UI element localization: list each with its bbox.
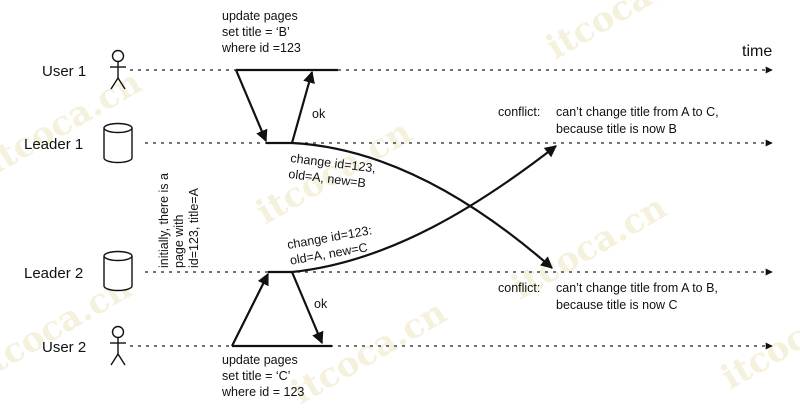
initial-state-line: page with <box>172 214 186 268</box>
conflict-top-message: can’t change title from A to C, because … <box>556 105 722 136</box>
user1-request-line: update pages <box>222 9 298 23</box>
time-axis-label: time <box>742 43 772 60</box>
participant-user2: User 2 <box>42 339 86 356</box>
replication-arrow-leader1-to-leader2 <box>291 141 553 269</box>
leader2-database-icon <box>103 250 133 292</box>
initial-state-line: id=123, title=A <box>187 187 201 268</box>
participant-leader2: Leader 2 <box>24 265 83 282</box>
user2-person-icon <box>110 325 126 366</box>
initial-state-note: initially, there is a page with id=123, … <box>157 170 201 268</box>
user2-request-line: where id = 123 <box>221 385 304 399</box>
user1-request-line: set title = ‘B’ <box>222 25 289 39</box>
user2-write-arrow <box>231 272 269 347</box>
watermark: itcoca.cn <box>285 292 454 413</box>
conflict-bottom-line: can’t change title from A to B, <box>556 281 718 295</box>
conflict-bottom-line: because title is now C <box>556 298 678 312</box>
watermark: itcoca.cn <box>540 0 709 68</box>
conflict-top-line: because title is now B <box>556 122 677 136</box>
ok-label-top: ok <box>312 107 326 121</box>
user1-request: update pages set title = ‘B’ where id =1… <box>221 9 301 55</box>
conflict-top-line: can’t change title from A to C, <box>556 105 719 119</box>
user1-person-icon <box>110 49 126 90</box>
user1-ok-arrow <box>290 70 315 144</box>
participant-user1: User 1 <box>42 63 86 80</box>
user1-write-arrow <box>234 69 268 143</box>
conflict-bottom-label: conflict: <box>498 281 540 295</box>
change-c-label: change id=123: old=A, new=C <box>286 223 379 268</box>
conflict-top-label: conflict: <box>498 105 540 119</box>
user2-request-line: update pages <box>222 353 298 367</box>
watermark: itcoca.cn <box>0 62 148 183</box>
user2-request-line: set title = ‘C’ <box>222 369 290 383</box>
conflict-bottom-message: can’t change title from A to B, because … <box>556 281 721 312</box>
initial-state-line: initially, there is a <box>157 173 171 268</box>
watermark: itcoca.cn <box>715 277 800 398</box>
user2-ok-arrow <box>290 271 324 345</box>
user2-request: update pages set title = ‘C’ where id = … <box>221 353 304 399</box>
replication-arrow-leader2-to-leader1 <box>291 145 557 274</box>
user1-request-line: where id =123 <box>221 41 301 55</box>
participant-leader1: Leader 1 <box>24 136 83 153</box>
leader1-database-icon <box>103 122 133 164</box>
ok-label-bottom: ok <box>314 297 328 311</box>
